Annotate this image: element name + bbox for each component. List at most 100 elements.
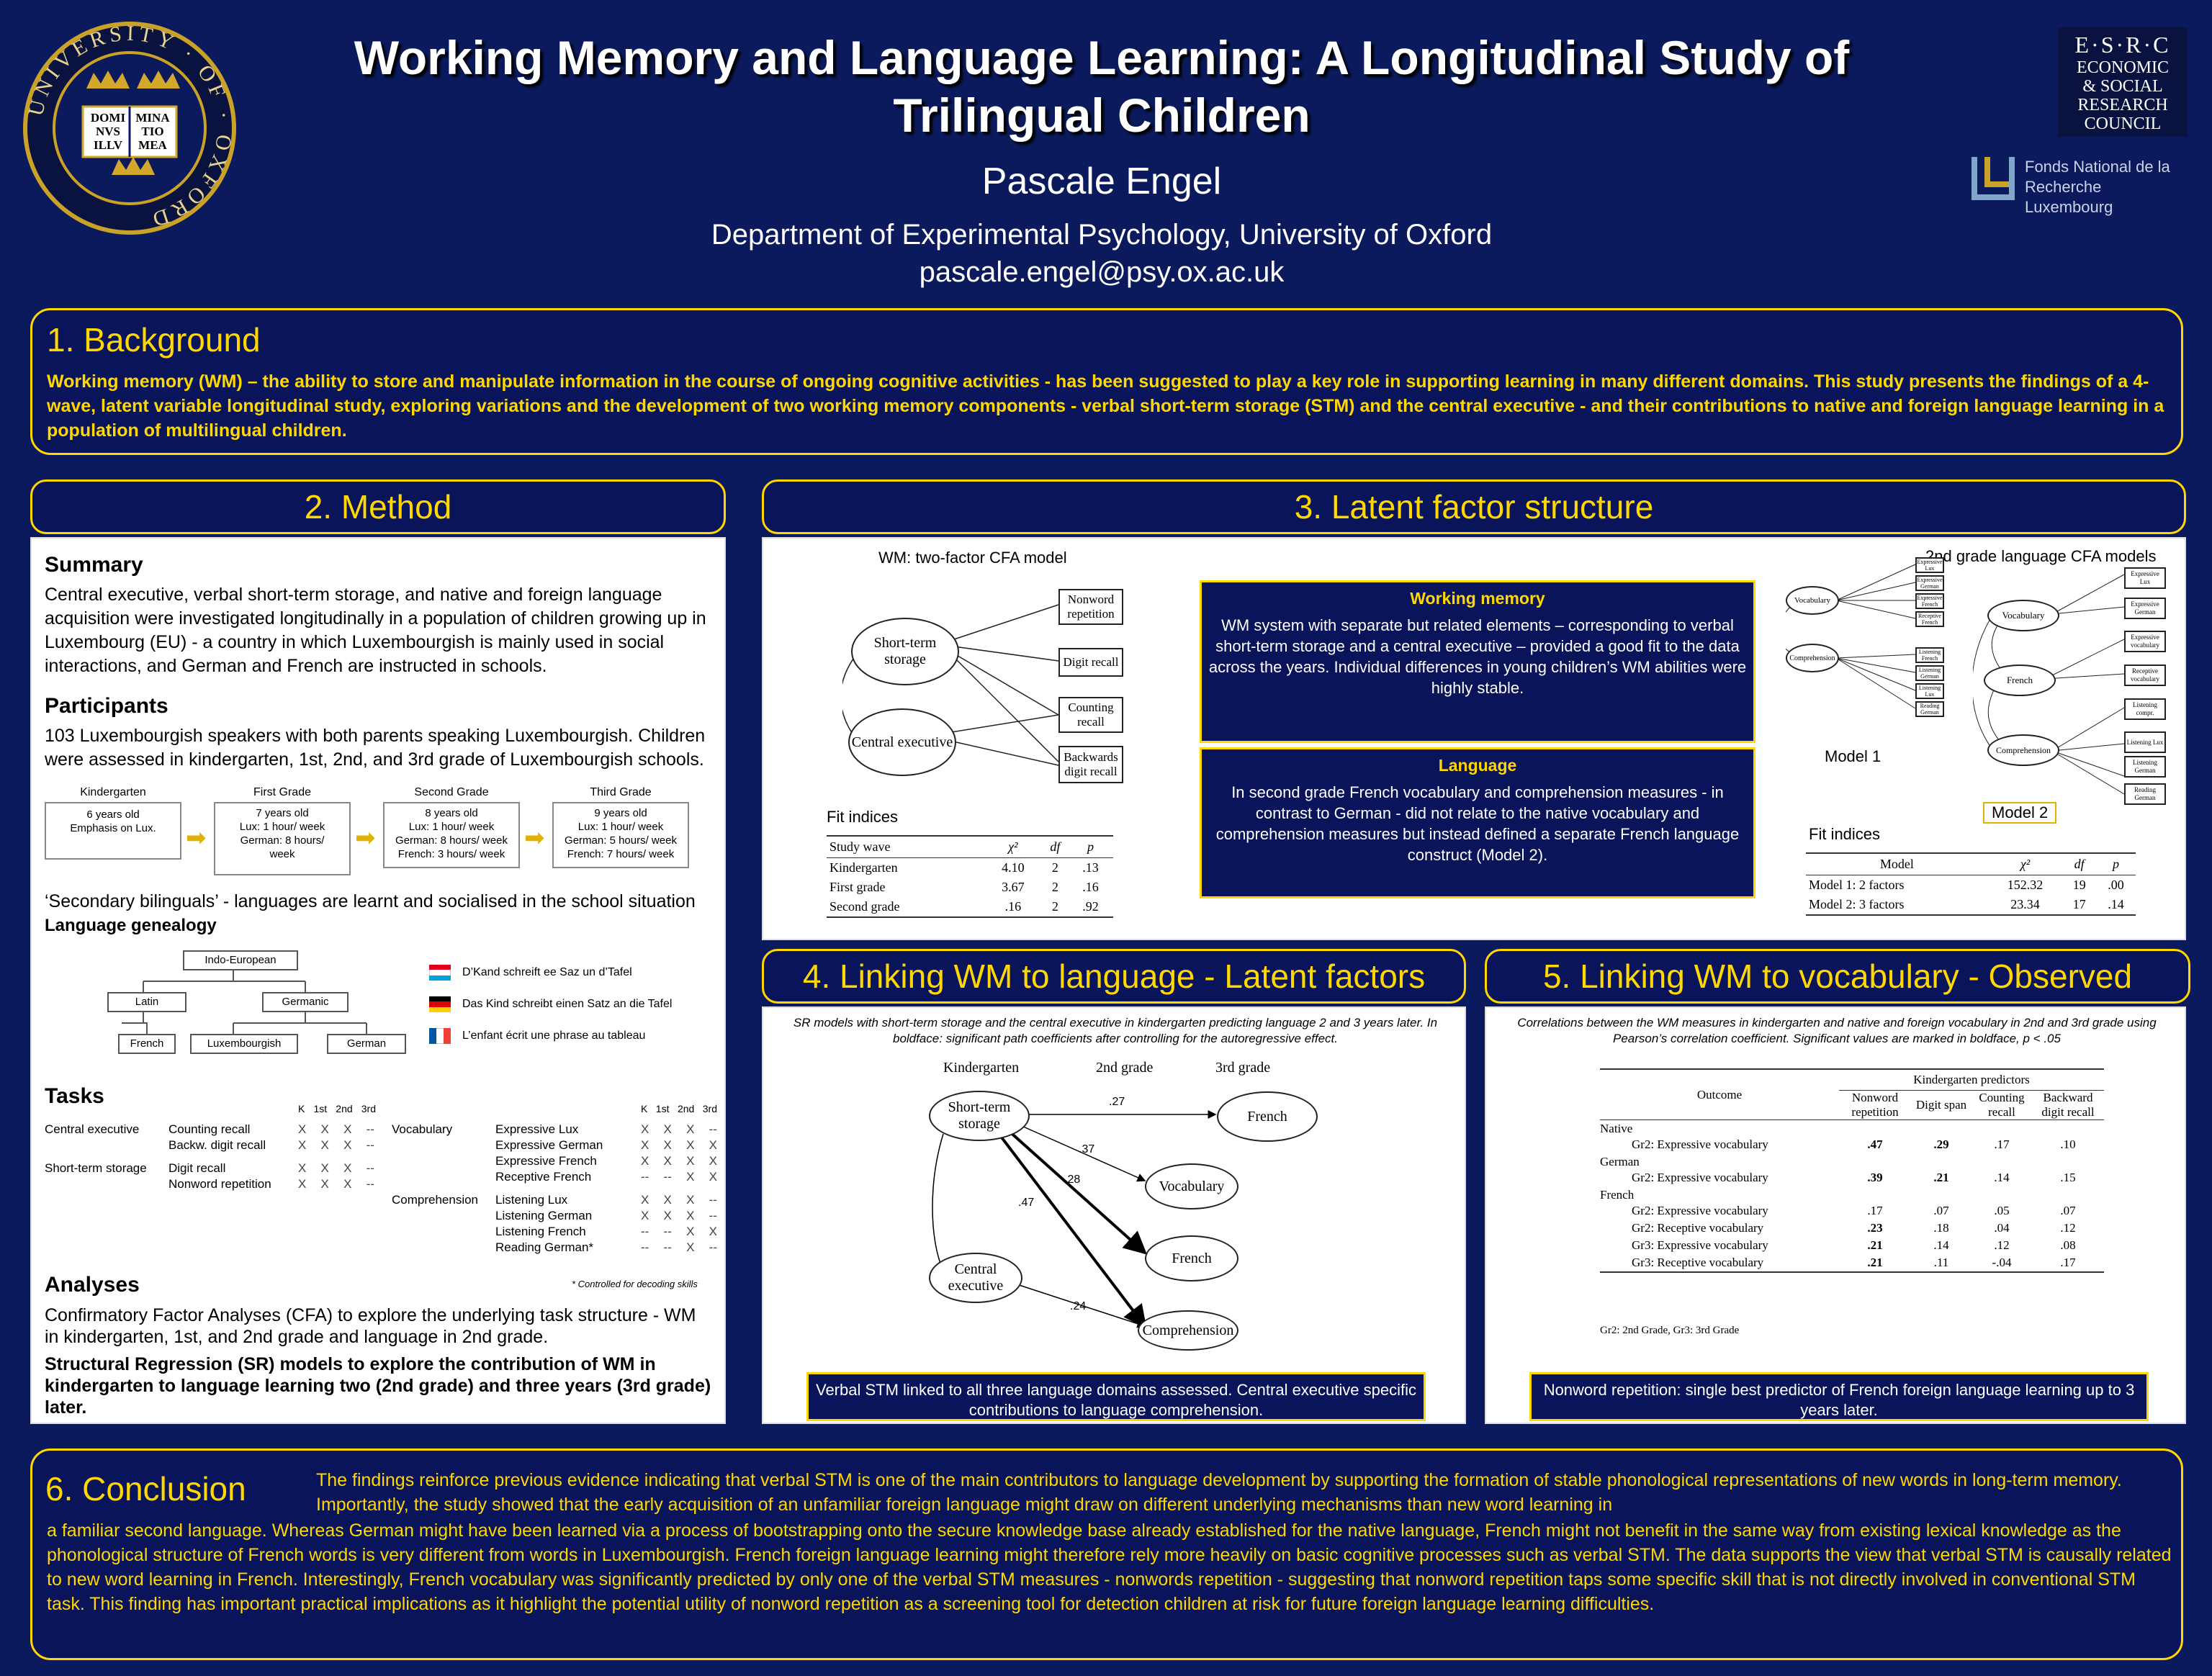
table-cell: Model 1: 2 factors [1809, 878, 1905, 892]
box-title: Working memory [1410, 589, 1545, 608]
latent-node: Comprehension [1138, 1310, 1238, 1351]
table-cell: .18 [1933, 1221, 1949, 1235]
grade-line: 9 years old [594, 807, 647, 819]
task-name: Expressive German [495, 1138, 603, 1152]
grade-line: French: 7 hours/ week [567, 848, 675, 860]
task-mark: X [663, 1138, 672, 1152]
table-cell: Gr3: Expressive vocabulary [1632, 1238, 1768, 1252]
genealogy-heading: Language genealogy [45, 916, 217, 935]
table-row: Gr2: Expressive vocabulary.39.21.14.15 [1600, 1169, 2104, 1186]
task-mark: -- [366, 1138, 374, 1152]
task-group [392, 1208, 495, 1224]
table-cell: .14 [1994, 1171, 2010, 1184]
task-mark: -- [663, 1170, 672, 1184]
task-col: K [641, 1103, 648, 1114]
table-cell: .05 [1994, 1204, 2010, 1217]
table-cell: Gr2: Receptive vocabulary [1632, 1221, 1764, 1235]
flag-examples: D’Kand schreift ee Saz un d’Tafel Das Ki… [429, 965, 717, 1073]
fnr-line: Fonds National de la [2025, 158, 2170, 176]
arrow-icon: ➡ [355, 824, 376, 852]
indicator-node: Counting recall [1058, 697, 1123, 733]
task-mark: X [686, 1154, 695, 1168]
task-mark: -- [709, 1193, 717, 1207]
latent-heading: 3. Latent factor structure [762, 479, 2186, 534]
table-cell: Gr3: Receptive vocabulary [1632, 1256, 1764, 1269]
table-cell: .23 [1867, 1221, 1883, 1235]
secondary-bilinguals: ‘Secondary bilinguals’ - languages are l… [45, 891, 696, 911]
path-coef: .47 [1018, 1197, 1035, 1209]
task-mark: X [641, 1138, 649, 1152]
poster-title: Working Memory and Language Learning: A … [354, 31, 1850, 142]
table-cell: .07 [2060, 1204, 2076, 1217]
grade-name: Third Grade [590, 786, 652, 798]
table-cell: .17 [1867, 1204, 1883, 1217]
genealogy-node: Indo-European [183, 950, 298, 970]
table-cell: .47 [1867, 1137, 1883, 1151]
conclusion-section: 6. Conclusion The findings reinforce pre… [30, 1449, 2183, 1660]
flag-sentence: L’enfant écrit une phrase au tableau [462, 1030, 646, 1042]
task-mark: -- [366, 1122, 374, 1136]
table-cell: Gr2: Expressive vocabulary [1632, 1137, 1768, 1151]
table-cell: .17 [2060, 1256, 2076, 1269]
task-mark: -- [709, 1122, 717, 1136]
indicator-node: Expressive vocabulary [2124, 631, 2166, 652]
latent-node: French [1145, 1235, 1238, 1281]
motto-word: ILLV [93, 138, 122, 152]
model1-diagram: Vocabulary Comprehension Expressive Lux … [1786, 557, 1944, 737]
esrc-line: & SOCIAL [2082, 77, 2163, 96]
factor-node: Vocabulary [1786, 586, 1839, 615]
method-panel: Summary Central executive, verbal short-… [30, 537, 726, 1424]
table-cell: .12 [1994, 1238, 2010, 1252]
box-text: WM system with separate but related elem… [1208, 616, 1747, 697]
indicator-node: Listening Lux [1915, 683, 1944, 699]
task-group [392, 1137, 495, 1153]
task-mark: X [343, 1122, 352, 1136]
arrow-icon: ➡ [186, 824, 207, 852]
task-mark: X [686, 1240, 695, 1254]
grade-card: 7 years old Lux: 1 hour/ week German: 8 … [214, 802, 351, 875]
indicator-node: Listening Lux [2124, 731, 2166, 753]
analyses-text-2: Structural Regression (SR) models to exp… [45, 1354, 711, 1418]
motto-word: NVS [95, 125, 120, 138]
genealogy-node: French [118, 1034, 176, 1054]
table-cell: .39 [1867, 1171, 1883, 1184]
esrc-logo: E·S·R·C ECONOMIC & SOCIAL RESEARCH COUNC… [2058, 27, 2188, 137]
task-mark: X [343, 1177, 352, 1191]
indicator-node: Nonword repetition [1058, 589, 1123, 625]
task-mark: X [343, 1138, 352, 1152]
fit2-label: Fit indices [1809, 825, 1881, 843]
task-mark: X [320, 1138, 329, 1152]
table-cell: .92 [1082, 899, 1099, 914]
motto-word: DOMI [90, 111, 126, 125]
background-text: Working memory (WM) – the ability to sto… [47, 371, 2164, 441]
table-row: Gr2: Expressive vocabulary.47.29.17.10 [1600, 1136, 2104, 1153]
conclusion-text: a familiar second language. Whereas Germ… [47, 1520, 2172, 1614]
path-coef: .28 [1064, 1173, 1081, 1186]
task-mark: -- [709, 1209, 717, 1222]
corr-caption: Correlations between the WM measures in … [1517, 1016, 2157, 1045]
task-mark: X [320, 1161, 329, 1175]
author-name: Pascale Engel [981, 161, 1222, 202]
section-heading: 1. Background [47, 321, 261, 359]
genealogy-node: German [327, 1034, 406, 1054]
table-cell: 23.34 [2010, 897, 2040, 911]
grade-name: First Grade [253, 786, 311, 798]
indicator-node: Listening French [1915, 647, 1944, 663]
email[interactable]: pascale.engel@psy.ox.ac.uk [919, 256, 1285, 288]
task-group [392, 1240, 495, 1256]
motto-word: TIO [141, 125, 164, 138]
task-mark: X [663, 1154, 672, 1168]
genealogy-tree: Indo-European Latin Germanic French Luxe… [75, 949, 421, 1093]
grade-line: Emphasis on Lux. [70, 822, 156, 834]
model2-label: Model 2 [1983, 802, 2057, 824]
latent-node: French [1217, 1091, 1318, 1142]
sr-diagram: Short-term storage Central executive Voc… [929, 1080, 1332, 1353]
indicator-node: Digit recall [1058, 648, 1123, 677]
table-cell: .21 [1867, 1256, 1883, 1269]
